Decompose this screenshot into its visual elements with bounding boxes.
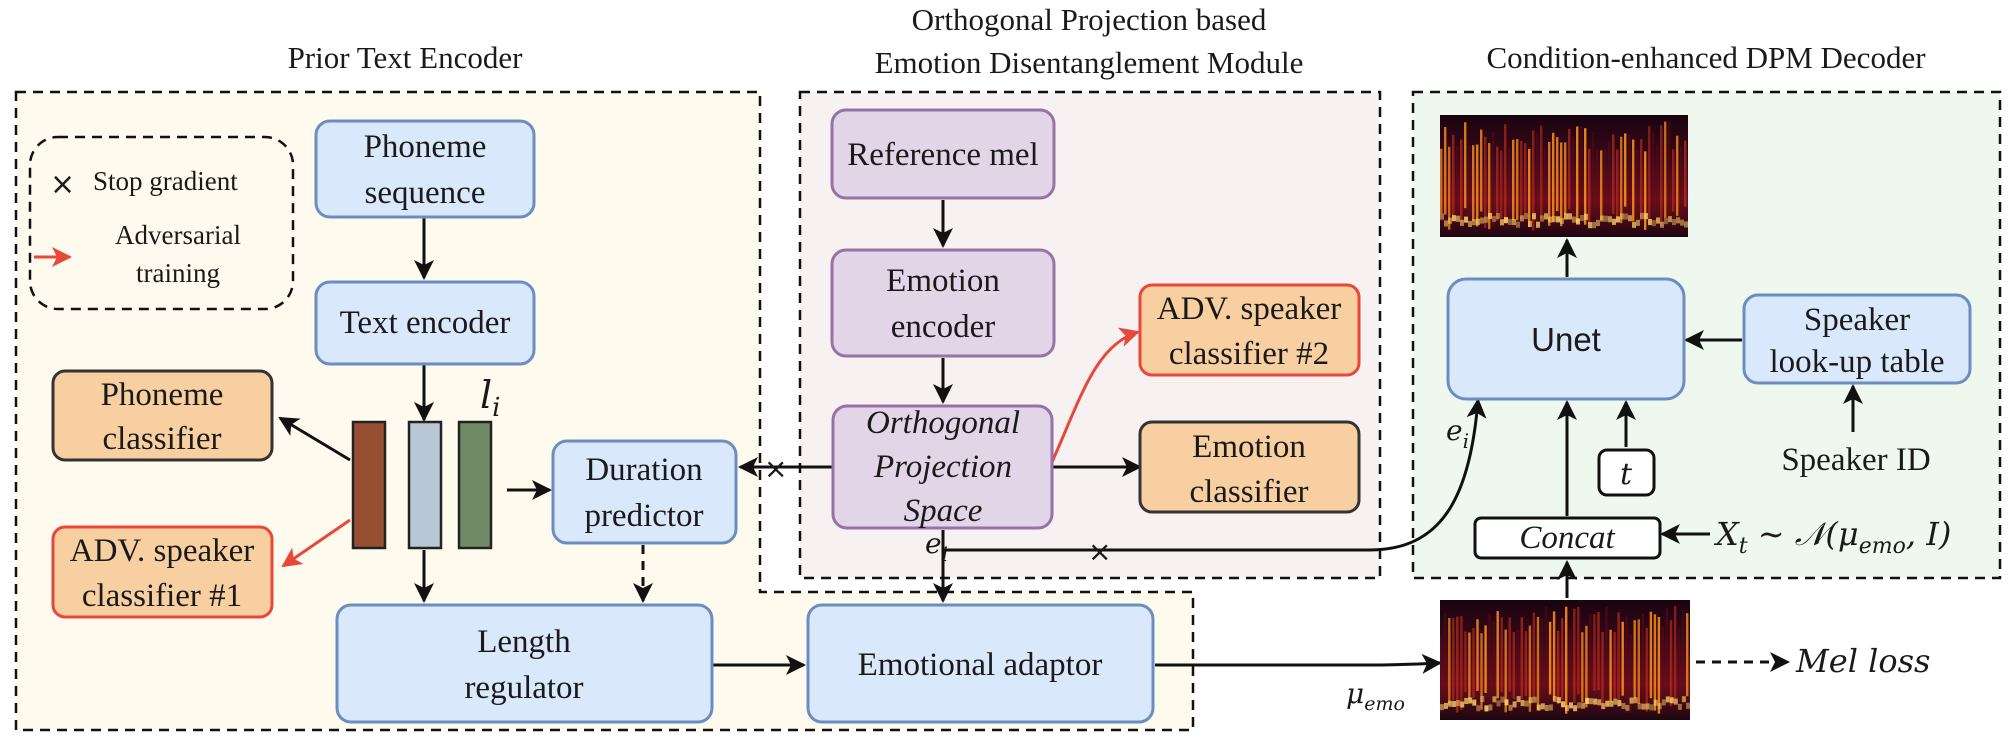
embedding-bar-brown bbox=[351, 420, 387, 550]
emotion-classifier-line2: classifier bbox=[1189, 474, 1308, 510]
legend-stop-gradient: Stop gradient bbox=[93, 166, 238, 196]
text-encoder-box bbox=[314, 280, 536, 366]
phoneme-classifier-box bbox=[51, 369, 274, 462]
embedding-bar-gray bbox=[407, 420, 443, 550]
ei-label-adaptor: ei bbox=[925, 527, 948, 566]
concat-label: Concat bbox=[1519, 520, 1615, 556]
adv-speaker-classifier-2-box bbox=[1138, 283, 1361, 377]
arrow-adaptor-to-mel bbox=[1155, 653, 1442, 674]
length-regulator-line1: Length bbox=[477, 624, 571, 660]
prior-encoder-panel bbox=[14, 90, 1195, 732]
speaker-table-line1: Speaker bbox=[1804, 302, 1910, 338]
stop-gradient-cross-unet: × bbox=[1088, 535, 1111, 568]
mel-loss-label: Mel loss bbox=[1795, 642, 1930, 680]
concat-box bbox=[1473, 516, 1662, 560]
stop-gradient-icon: × bbox=[50, 167, 75, 202]
unet-box bbox=[1446, 277, 1686, 401]
emotion-classifier-box bbox=[1138, 420, 1361, 514]
ops-line1: Orthogonal bbox=[866, 405, 1020, 441]
orthogonal-module-title-line1: Orthogonal Projection based bbox=[912, 2, 1267, 37]
embedding-bar-green bbox=[457, 420, 493, 550]
li-label: li bbox=[480, 373, 500, 423]
adv-speaker-classifier-1-box bbox=[51, 525, 274, 619]
emotional-adaptor-box bbox=[806, 603, 1155, 724]
unet-label: Unet bbox=[1531, 321, 1601, 358]
speaker-id-label: Speaker ID bbox=[1781, 442, 1930, 478]
decoder-title: Condition-enhanced DPM Decoder bbox=[1486, 40, 1926, 75]
t-label: t bbox=[1620, 457, 1633, 492]
phoneme-sequence-line2: sequence bbox=[365, 175, 486, 211]
adv-speaker-classifier-2-line2: classifier #2 bbox=[1169, 336, 1329, 372]
adv-speaker-classifier-1-line1: ADV. speaker bbox=[70, 533, 255, 569]
legend-adversarial-line2: training bbox=[136, 258, 220, 288]
emotional-adaptor-label: Emotional adaptor bbox=[858, 647, 1103, 683]
adversarial-arrow-to-adv1 bbox=[281, 518, 351, 568]
phoneme-sequence-box bbox=[314, 119, 536, 219]
emotion-classifier-line1: Emotion bbox=[1192, 429, 1306, 465]
arrow-ei-to-unet bbox=[943, 398, 1487, 552]
orthogonal-module-title-line2: Emotion Disentanglement Module bbox=[875, 45, 1304, 80]
orthogonal-projection-space-box bbox=[831, 404, 1054, 530]
emotion-encoder-box bbox=[830, 248, 1056, 358]
emotion-encoder-line1: Emotion bbox=[886, 263, 1000, 299]
reference-mel-box bbox=[830, 108, 1056, 200]
adversarial-arrow-to-adv2 bbox=[1050, 327, 1140, 463]
arrow-bars-to-phoneme-classifier bbox=[278, 416, 351, 462]
duration-predictor-box bbox=[551, 439, 738, 545]
speaker-lookup-table-box bbox=[1742, 293, 1972, 385]
output-mel-spectrogram bbox=[1440, 115, 1688, 237]
phoneme-classifier-line2: classifier bbox=[102, 421, 221, 457]
emotion-encoder-line2: encoder bbox=[891, 309, 995, 345]
reference-mel-label: Reference mel bbox=[847, 137, 1038, 173]
duration-predictor-line1: Duration bbox=[585, 452, 702, 488]
adv-speaker-classifier-1-line2: classifier #1 bbox=[82, 578, 242, 614]
ei-label-unet: ei bbox=[1446, 414, 1469, 453]
xt-formula: Xt ∼ 𝒩(μemo, I) bbox=[1713, 515, 1951, 559]
speaker-table-line2: look-up table bbox=[1769, 344, 1944, 380]
mu-emo-label: μemo bbox=[1346, 677, 1405, 715]
length-regulator-box bbox=[335, 603, 714, 724]
prior-encoder-title: Prior Text Encoder bbox=[288, 40, 524, 75]
duration-predictor-line2: predictor bbox=[584, 498, 703, 534]
ops-line3: Space bbox=[904, 493, 983, 529]
stop-gradient-cross-duration: × bbox=[764, 452, 787, 485]
text-encoder-label: Text encoder bbox=[340, 305, 511, 341]
phoneme-classifier-line1: Phoneme bbox=[101, 377, 224, 413]
phoneme-sequence-line1: Phoneme bbox=[364, 129, 487, 165]
legend-adversarial-line1: Adversarial bbox=[115, 220, 241, 250]
legend-box bbox=[28, 135, 295, 311]
adv-speaker-classifier-2-line1: ADV. speaker bbox=[1157, 291, 1342, 327]
ops-line2: Projection bbox=[873, 449, 1012, 485]
input-mel-spectrogram bbox=[1440, 600, 1690, 720]
t-box bbox=[1597, 448, 1656, 497]
length-regulator-line2: regulator bbox=[464, 670, 583, 706]
